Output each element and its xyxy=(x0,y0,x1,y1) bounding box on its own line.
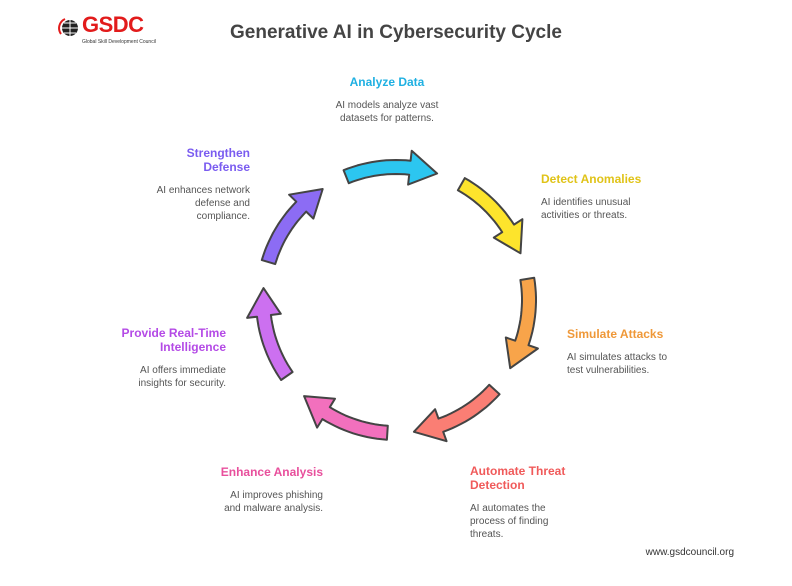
step-title: Strengthen Defense xyxy=(186,146,250,174)
step-title: Analyze Data xyxy=(349,75,425,89)
logo-subtitle: Global Skill Development Council xyxy=(82,39,156,45)
cycle-arrow-intelligence xyxy=(246,287,294,381)
step-enhance-analysis: Enhance Analysis AI improves phishing an… xyxy=(163,465,323,515)
page-title: Generative AI in Cybersecurity Cycle xyxy=(230,22,562,43)
step-provide-real-time-intelligence: Provide Real-Time Intelligence AI offers… xyxy=(56,326,226,390)
globe-icon xyxy=(58,18,78,36)
footer-url: www.gsdcouncil.org xyxy=(645,547,734,558)
step-desc: AI models analyze vast datasets for patt… xyxy=(335,100,439,124)
gsdc-logo: GSDC Global Skill Development Council xyxy=(58,14,168,48)
step-title: Automate Threat Detection xyxy=(470,464,566,492)
step-title: Detect Anomalies xyxy=(541,172,642,186)
step-simulate-attacks: Simulate Attacks AI simulates attacks to… xyxy=(567,327,727,377)
step-strengthen-defense: Strengthen Defense AI enhances network d… xyxy=(90,146,250,223)
step-automate-threat-detection: Automate Threat Detection AI automates t… xyxy=(470,464,630,541)
cycle-arrow-enhance xyxy=(303,395,389,441)
step-desc: AI automates the process of finding thre… xyxy=(470,503,549,540)
cycle-arrow-automate xyxy=(412,383,501,443)
step-desc: AI identifies unusual activities or thre… xyxy=(541,197,631,221)
step-desc: AI offers immediate insights for securit… xyxy=(138,365,226,389)
step-analyze-data: Analyze Data AI models analyze vast data… xyxy=(307,75,467,125)
step-desc: AI improves phishing and malware analysi… xyxy=(224,490,323,514)
cycle-arrow-simulate xyxy=(504,276,539,370)
step-desc: AI simulates attacks to test vulnerabili… xyxy=(567,352,668,376)
cycle-arrow-defense xyxy=(260,188,324,266)
step-desc: AI enhances network defense and complian… xyxy=(156,185,250,222)
step-detect-anomalies: Detect Anomalies AI identifies unusual a… xyxy=(541,172,701,222)
cycle-arrow-analyze xyxy=(342,149,439,186)
step-title: Enhance Analysis xyxy=(220,465,323,479)
cycle-arrow-detect xyxy=(456,177,524,255)
step-title: Provide Real-Time Intelligence xyxy=(121,326,226,354)
step-title: Simulate Attacks xyxy=(567,327,664,341)
logo-text: GSDC xyxy=(82,12,144,37)
